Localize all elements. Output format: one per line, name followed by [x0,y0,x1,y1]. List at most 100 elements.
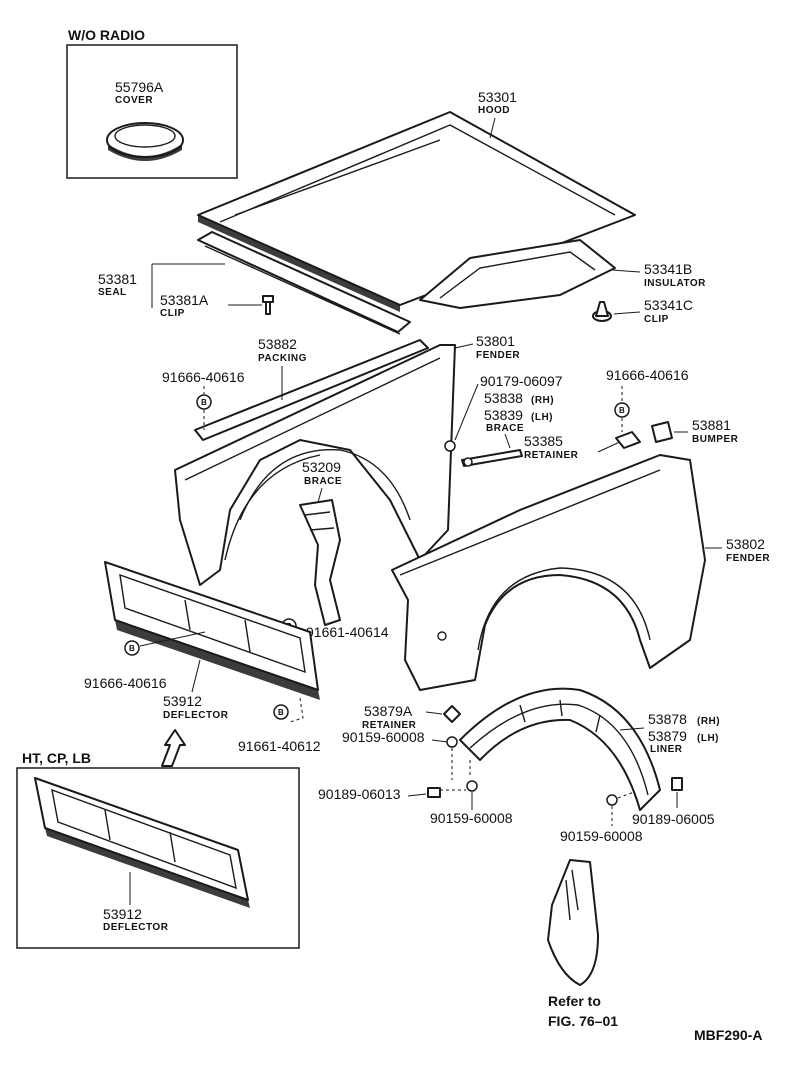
bolt-left-marker: B [196,394,212,410]
refer-line-2: FIG. 76–01 [548,1013,618,1029]
nut-60008-c-part [606,794,618,806]
brace-rod-part [461,449,523,467]
retainer-53385-label: RETAINER [524,450,579,461]
inset-ht: HT, CP, LB 53912 DEFLECTOR [16,750,300,949]
nut-60008-a-leader [431,739,449,743]
deflector-leader [191,659,201,693]
inset-wo-radio-frame [66,44,238,179]
hood-leader [489,117,496,139]
screw-06005-part [671,777,683,791]
bolt-91666-b-part-number: 91666-40616 [84,675,167,691]
svg-text:B: B [278,708,284,717]
deflector-part-number: 53912 [163,693,202,709]
cover-part-number: 55796A [115,79,164,95]
bolt-right-part-number: 91666-40616 [606,367,689,383]
liner-lh-suffix: (LH) [697,733,719,744]
seal-label: SEAL [98,287,127,298]
brace-53209-part-number: 53209 [302,459,341,475]
retainer-53385-part [615,431,641,449]
packing-label: PACKING [258,353,307,364]
hood-label: HOOD [478,105,510,116]
inset-ht-title: HT, CP, LB [22,750,91,766]
refer-line-1: Refer to [548,993,601,1009]
svg-text:B: B [619,406,625,415]
clip-c-part-number: 53341C [644,297,693,313]
clip-c-leader [613,311,641,315]
bolt-90179-part [444,440,456,452]
liner-fastener-dashes [440,748,471,791]
inset-wo-radio-title: W/O RADIO [68,27,145,43]
packing-part [194,339,429,441]
liner-part [459,687,661,811]
fender-left-label: FENDER [476,350,520,361]
nut-60008-b-part-number: 90159-60008 [430,810,513,826]
bolt-91661-a-part-number: 91661-40614 [306,624,389,640]
inset-ht-frame [16,767,300,949]
fender-right-label: FENDER [726,553,770,564]
brace-lh-label: BRACE [486,423,524,434]
retainer-53879a-part-number: 53879A [364,703,413,719]
cover-part [106,122,184,161]
deflector-label: DEFLECTOR [163,710,229,721]
nut-60008-a-part-number: 90159-60008 [342,729,425,745]
bolt-right-marker: B [614,402,630,418]
brace-53209-label: BRACE [304,476,342,487]
svg-text:B: B [129,644,135,653]
brace-53209-leader [317,487,323,503]
liner-lh-label: LINER [650,744,683,755]
retainer-53385-part-number: 53385 [524,433,563,449]
inset-ht-deflector-part [34,777,250,908]
bolt-91666-b-leader [139,631,206,647]
fender-left-part [174,344,456,586]
packing-part-number: 53882 [258,336,297,352]
insulator-leader [611,269,641,273]
screw-06013-part [427,787,441,798]
inset-ht-part-number: 53912 [103,906,142,922]
insulator-part-number: 53341B [644,261,692,277]
cover-label: COVER [115,95,153,106]
clip-c-label: CLIP [644,314,669,325]
bumper-part [651,421,673,443]
bolt-left-part-number: 91666-40616 [162,369,245,385]
insulator-label: INSULATOR [644,278,706,289]
brace-lh-suffix: (LH) [531,412,553,423]
retainer-53879a-label: RETAINER [362,720,417,731]
nut-60008-b-part [466,780,478,792]
clip-a-part [262,295,274,315]
clip-a-part-number: 53381A [160,292,209,308]
inset-ht-label: DEFLECTOR [103,922,169,933]
brace-rh-part-number: 53838 [484,390,523,406]
retainer-53879a-part [443,705,461,723]
bolt-91661-b-part-number: 91661-40612 [238,738,321,754]
bolt-91661-b-leader [289,697,304,723]
brace-53209-part [299,499,341,626]
inset-wo-radio: W/O RADIO 55796A COVER [66,27,238,179]
nut-60008-c-part-number: 90159-60008 [560,828,643,844]
liner-leader [619,727,645,731]
fender-left-leader [454,343,474,349]
bumper-label: BUMPER [692,434,739,445]
fender-left-part-number: 53801 [476,333,515,349]
nut-60008-a-part [446,736,458,748]
mud-flap-part [547,859,599,986]
bolt-90179-part-number: 90179-06097 [480,373,563,389]
screw-06005-part-number: 90189-06005 [632,811,715,827]
bolt-91666-b-marker: B [124,640,140,656]
brace-lh-part-number: 53839 [484,407,523,423]
brace-rh-suffix: (RH) [531,395,554,406]
liner-rh-part-number: 53878 [648,711,687,727]
bumper-part-number: 53881 [692,417,731,433]
brace-rod-leader [504,433,511,449]
seal-part [197,231,411,335]
seal-part-number: 53381 [98,271,137,287]
nut-60008-c-dashes [611,791,635,826]
screw-06013-leader [407,793,427,797]
screw-06013-part-number: 90189-06013 [318,786,401,802]
retainer-53879a-leader [425,711,443,715]
seal-leader [151,263,225,308]
hood-part [197,111,636,312]
inset-arrow [161,729,186,767]
liner-rh-suffix: (RH) [697,716,720,727]
clip-a-label: CLIP [160,308,185,319]
